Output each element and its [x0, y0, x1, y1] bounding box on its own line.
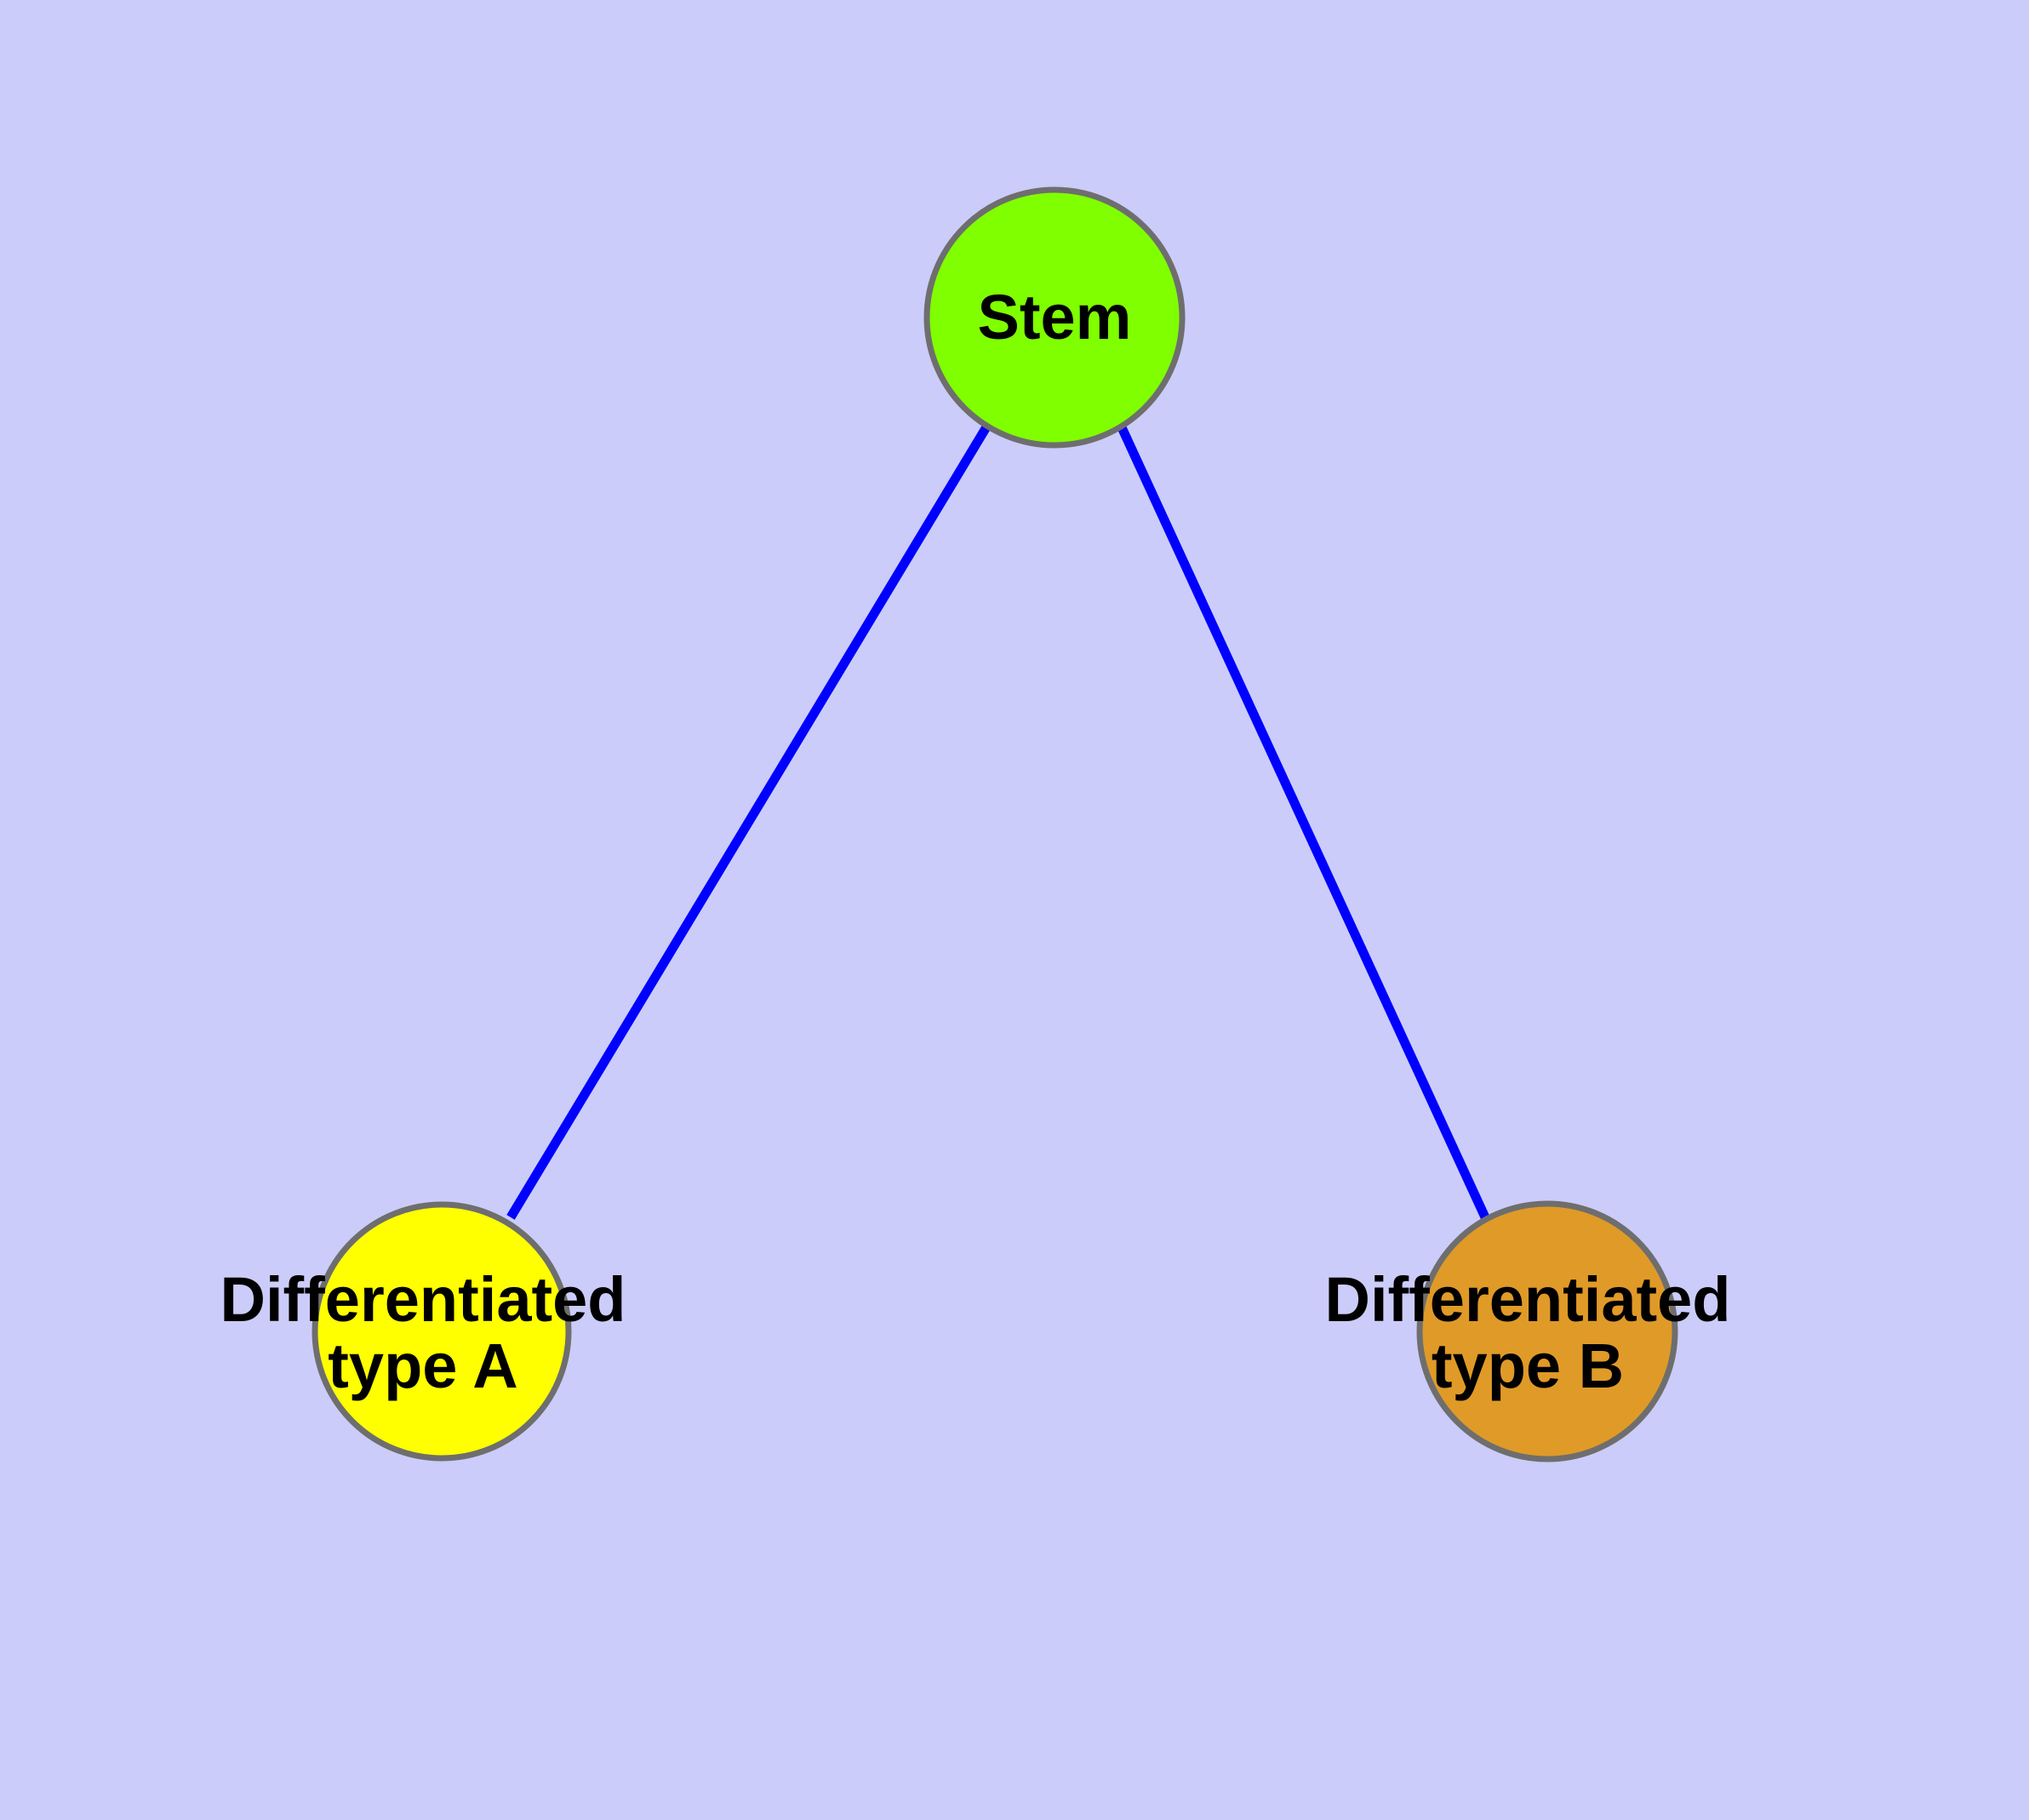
- edge-stem-to-diff-a[interactable]: [506, 423, 992, 1220]
- edge-stem-to-diff-b[interactable]: [1117, 423, 1489, 1220]
- node-layer: [311, 186, 1678, 1462]
- node-stem[interactable]: [923, 186, 1186, 449]
- node-differentiated-type-a[interactable]: [311, 1201, 572, 1462]
- edge-layer: [506, 423, 1489, 1220]
- node-differentiated-type-b[interactable]: [1416, 1200, 1678, 1462]
